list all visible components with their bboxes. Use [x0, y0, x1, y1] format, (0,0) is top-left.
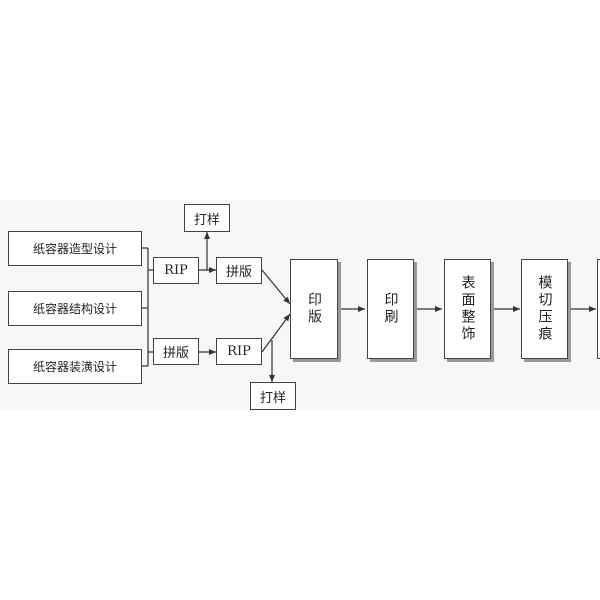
input-label: 纸容器造型设计	[32, 242, 117, 256]
lower-proof-box: 打样	[250, 382, 296, 410]
arrow-impose-to-plate	[261, 269, 291, 305]
stage-printing: 印刷	[367, 259, 414, 359]
stage-next-partial	[597, 259, 600, 359]
input-box-decoration-design: 纸容器装潢设计	[8, 349, 142, 384]
input-box-structure-design: 纸容器结构设计	[8, 291, 142, 326]
stage-surface-finishing: 表面整饰	[444, 259, 491, 359]
input-box-shape-design: 纸容器造型设计	[8, 231, 142, 266]
upper-imposition-box: 拼版	[216, 257, 262, 284]
upper-rip-box: RIP	[153, 257, 199, 284]
input-label: 纸容器装潢设计	[32, 360, 117, 374]
input-label: 纸容器结构设计	[32, 302, 117, 316]
upper-proof-box: 打样	[184, 204, 230, 232]
arrow-rip-to-plate	[261, 313, 291, 353]
lower-imposition-box: 拼版	[153, 338, 199, 365]
stage-printing-plate: 印版	[290, 259, 338, 359]
stage-die-cutting: 模切压痕	[521, 259, 568, 359]
lower-rip-box: RIP	[216, 338, 262, 365]
